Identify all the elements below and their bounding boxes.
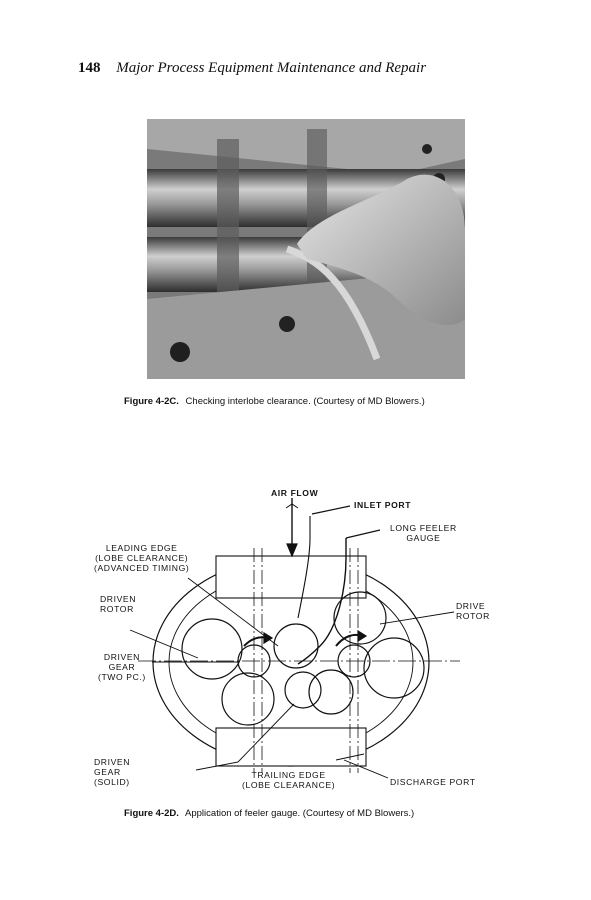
driven-gear-two-piece-label: DRIVEN GEAR (TWO PC.) [98, 652, 146, 682]
driven-gear-solid-label: DRIVEN GEAR (SOLID) [94, 757, 131, 787]
figure-d-text: Application of feeler gauge. (Courtesy o… [185, 808, 415, 819]
long-feeler-gauge-label: LONG FEELER GAUGE [390, 523, 457, 543]
discharge-port-label: DISCHARGE PORT [390, 777, 476, 787]
leading-edge-label: LEADING EDGE (LOBE CLEARANCE) (ADVANCED … [94, 543, 190, 573]
figure-c-label: Figure 4-2C. [124, 396, 179, 407]
driven-rotor-label: DRIVEN ROTOR [100, 594, 137, 614]
drive-rotor-label: DRIVE ROTOR [456, 601, 490, 621]
interlobe-clearance-photo [147, 119, 465, 379]
page-header: 148 Major Process Equipment Maintenance … [78, 60, 498, 77]
air-flow-label: AIR FLOW [271, 488, 319, 498]
running-title: Major Process Equipment Maintenance and … [116, 60, 427, 76]
inlet-port-label: INLET PORT [354, 500, 412, 510]
page-number: 148 [78, 60, 101, 76]
figure-d-label: Figure 4-2D. [124, 808, 179, 819]
figure-d-caption: Figure 4-2D. Application of feeler gauge… [124, 808, 414, 819]
trailing-edge-label: TRAILING EDGE (LOBE CLEARANCE) [242, 770, 336, 790]
figure-c-caption: Figure 4-2C. Checking interlobe clearanc… [124, 396, 425, 407]
photo-illustration [147, 119, 465, 379]
figure-c-text: Checking interlobe clearance. (Courtesy … [185, 396, 425, 407]
feeler-gauge-diagram: AIR FLOW INLET PORT LONG FEELER GAUGE LE… [88, 478, 518, 804]
diagram-drawing [129, 498, 460, 779]
